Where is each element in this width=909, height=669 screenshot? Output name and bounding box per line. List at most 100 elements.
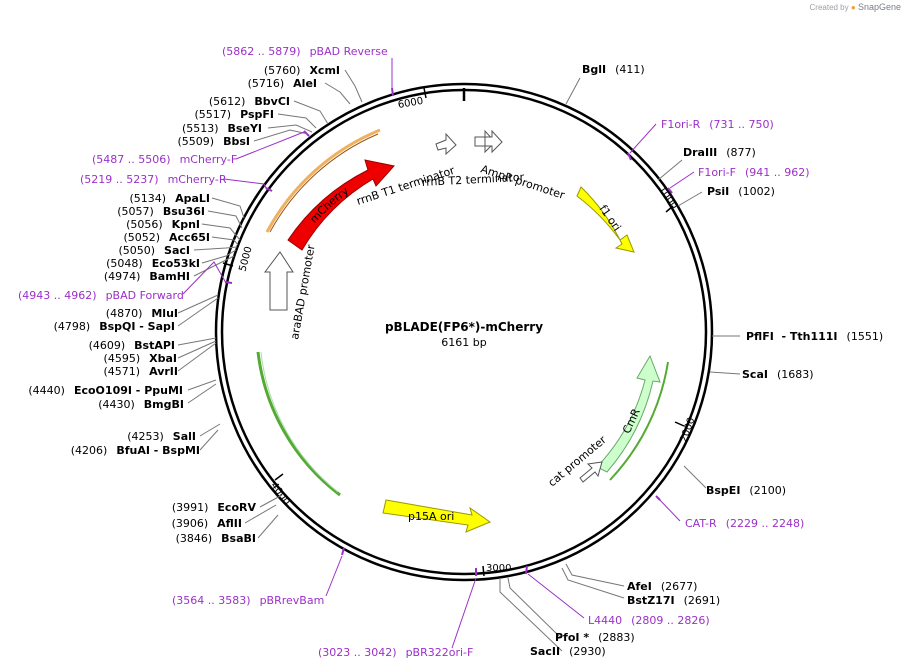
map-label: (4571)AvrII [104,365,178,378]
site-pflfi: PflFI - Tth111I [746,330,838,343]
map-label: (4206) [71,444,108,457]
feature-mcherry[interactable]: mCherry [287,159,395,251]
map-label: (5134) [130,192,167,205]
map-label: (5760)XcmI [264,64,340,77]
map-label: (4798) [54,320,91,333]
map-label: (5052) [123,231,160,244]
feature-arabad-promoter[interactable]: araBAD promoter [264,243,318,341]
map-label: DraIII(877) [683,146,756,159]
map-label: (5517) [195,108,232,121]
site-bbsi: BbsI [223,135,250,148]
map-label: (4870) [106,307,143,320]
site-bgli-pos: (411) [615,63,645,76]
map-label: (4974)BamHI [104,270,190,283]
map-label: (5716) [248,77,285,90]
site-mlui: MluI [151,307,178,320]
primer-mcherry-f: mCherry-F [180,153,238,166]
tick-5000: 5000 [238,245,255,272]
site-afei: AfeI [627,580,652,593]
map-label: (1002) [738,185,775,198]
mcherry-fill-arc-inner [269,133,379,233]
map-label: (3846) [176,532,213,545]
site-afliii: AflII [217,517,242,530]
map-label: (3991) [172,501,209,514]
site-pspfi: PspFI [240,108,274,121]
map-label: (5048)Eco53kI [106,257,200,270]
site-bfuai: BfuAI - BspMI [116,444,200,457]
site-bsu36i: Bsu36I [163,205,205,218]
feature-p15a-ori[interactable]: p15A ori [382,499,492,533]
feature-cat-promoter[interactable]: cat promoter [546,433,610,489]
site-leader-lines [177,69,741,652]
plasmid-name: pBLADE(FP6*)-mCherry [385,320,543,334]
site-alei: AleI [293,77,317,90]
map-label: (2691) [684,594,721,607]
mcherry-fill-arc [265,128,381,233]
map-label: (5056)KpnI [126,218,200,231]
map-label: F1ori-F (941 .. 962) [698,166,810,179]
site-bstapi: BstAPI [134,339,175,352]
site-bgli: BglI [582,63,606,76]
map-label: PfoI *(2883) [555,631,635,644]
primer-pbrrevbam: pBRrevBam [260,594,325,607]
map-label: BstZ17I(2691) [627,594,720,607]
primer-pbr322ori-f: pBR322ori-F [406,646,474,659]
site-apali: ApaLI [175,192,210,205]
map-label: (3906) [172,517,209,530]
tick-4000: 4000 [268,480,292,507]
map-label: (5487 .. 5506) [92,153,171,166]
map-label: (3023 .. 3042)pBR322ori-F [318,646,473,659]
map-label: (1551) [847,330,884,343]
map-label: (1683) [777,368,814,381]
map-label: (3564 .. 3583) [172,594,251,607]
feature-cmr[interactable]: CmR [596,354,661,473]
site-bspei: BspEI [706,484,740,497]
primer-mcherry-r: mCherry-R [168,173,227,186]
map-label: (4974) [104,270,141,283]
map-label: (941 .. 962) [745,166,810,179]
map-label: (4253)SalI [127,430,196,443]
arabad-label: araBAD promoter [288,243,318,340]
site-eco53ki: Eco53kI [152,257,200,270]
map-label: (5052) Acc65I [123,231,210,244]
map-label: (4253) [127,430,164,443]
primer-pbad-forward: pBAD Forward [106,289,184,302]
map-label: (5057) [117,205,154,218]
map-label: (4943 .. 4962) pBAD Forward [18,289,184,302]
map-label: PflFI - Tth111I (1551) [746,330,883,343]
map-label: (4440) [28,384,65,397]
map-label: (5509) [178,135,215,148]
feature-f1-ori[interactable]: f1 ori [576,186,635,253]
map-label: (3846)BsaBI [176,532,256,545]
map-label: (4206) BfuAI - BspMI [71,444,200,457]
map-label: (5134) ApaLI [130,192,211,205]
map-label: (4571) [104,365,141,378]
rrnb-t2-label: rrnB T2 terminator [421,171,524,189]
site-acc65i: Acc65I [169,231,210,244]
map-label: (4870) MluI [106,307,178,320]
map-label: ScaI (1683) [742,368,814,381]
site-sacii: SacII [530,645,560,658]
map-label: L4440 (2809 .. 2826) [588,614,710,627]
tick-6000: 6000 [397,96,424,111]
map-label: (3991)EcoRV [172,501,257,514]
map-label: (4943 .. 4962) [18,289,97,302]
map-label: (3564 .. 3583) pBRrevBam [172,594,324,607]
map-label: (2809 .. 2826) [631,614,710,627]
plasmid-length: 6161 bp [441,336,486,349]
site-draiii: DraIII [683,146,717,159]
backbone [214,82,714,582]
map-label: BglI (411) [582,63,645,76]
credit-brand: SnapGene [857,2,901,12]
map-label: BspEI(2100) [706,484,786,497]
p15a-fill-arc [256,351,341,497]
site-kpni: KpnI [172,218,200,231]
map-label: (2229 .. 2248) [726,517,805,530]
map-label: (4595) [104,352,141,365]
tick-3000: 3000 [486,563,511,574]
site-scai: ScaI [742,368,768,381]
site-pfoi: PfoI * [555,631,589,644]
snapgene-credit: Created by ● SnapGene [810,2,902,12]
primer-l4440: L4440 [588,614,622,627]
primer-f1ori-f: F1ori-F [698,166,736,179]
